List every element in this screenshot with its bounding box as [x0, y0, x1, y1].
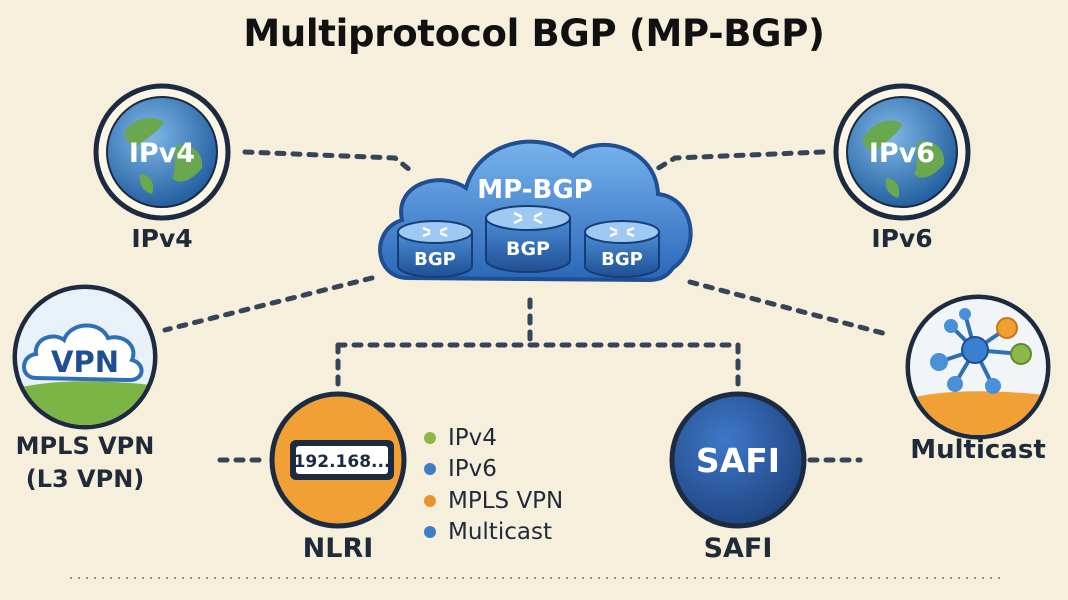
- mpls-vpn-label-line2: (L3 VPN): [25, 465, 145, 493]
- legend-item-multicast: Multicast: [424, 517, 563, 549]
- router-icon-1: BGP: [397, 220, 473, 278]
- multicast-label: Multicast: [910, 435, 1046, 465]
- ipv6-globe-icon: IPv6: [833, 83, 971, 221]
- ipv4-globe-icon: IPv4: [93, 83, 231, 221]
- cloud-label: MP-BGP: [477, 175, 592, 205]
- legend-dot-ipv6: [424, 463, 436, 476]
- legend-item-mpls-vpn: MPLS VPN: [424, 485, 563, 517]
- link-cloud-multicast: [687, 279, 893, 338]
- legend-dot-mpls-vpn: [424, 494, 436, 507]
- legend-label-mpls-vpn: MPLS VPN: [448, 487, 564, 514]
- nlri-label: NLRI: [302, 533, 374, 564]
- mp-bgp-cloud: MP-BGP BGP BGP BGP: [378, 139, 693, 283]
- vpn-cloud-icon: VPN: [12, 284, 158, 430]
- safi-label: SAFI: [703, 533, 773, 564]
- legend-label-ipv4: IPv4: [448, 424, 497, 451]
- router-label-2: BGP: [506, 238, 550, 260]
- ipv6-label: IPv6: [871, 224, 933, 253]
- legend-label-ipv6: IPv6: [448, 456, 497, 483]
- diagram-title: Multiprotocol BGP (MP-BGP): [243, 12, 825, 55]
- safi-icon-text: SAFI: [696, 441, 780, 480]
- mpls-vpn-label-line1: MPLS VPN: [15, 432, 155, 460]
- legend-dot-ipv4: [424, 431, 436, 444]
- router-label-3: BGP: [601, 249, 643, 270]
- legend-item-ipv4: IPv4: [424, 422, 563, 454]
- ipv4-label: IPv4: [131, 224, 193, 253]
- legend-item-ipv6: IPv6: [424, 454, 563, 486]
- router-label-1: BGP: [414, 249, 456, 270]
- router-icon-3: BGP: [584, 220, 660, 278]
- legend-dot-multicast: [424, 526, 436, 539]
- link-ipv4-cloud: [242, 149, 413, 173]
- legend-label-multicast: Multicast: [448, 519, 552, 546]
- multicast-network-icon: [905, 294, 1051, 440]
- router-icon-2: BGP: [485, 205, 571, 273]
- link-cloud-vpn: [162, 275, 375, 333]
- safi-icon: SAFI: [669, 391, 807, 529]
- nlri-address-text: 192.168...: [294, 452, 391, 472]
- nlri-address-icon: 192.168...: [269, 391, 407, 529]
- ipv4-globe-text: IPv4: [129, 138, 195, 169]
- link-ipv6-cloud: [652, 149, 826, 173]
- ipv6-globe-text: IPv6: [869, 138, 935, 169]
- address-family-legend: IPv4 IPv6 MPLS VPN Multicast: [424, 422, 563, 548]
- vpn-icon-text: VPN: [51, 345, 119, 379]
